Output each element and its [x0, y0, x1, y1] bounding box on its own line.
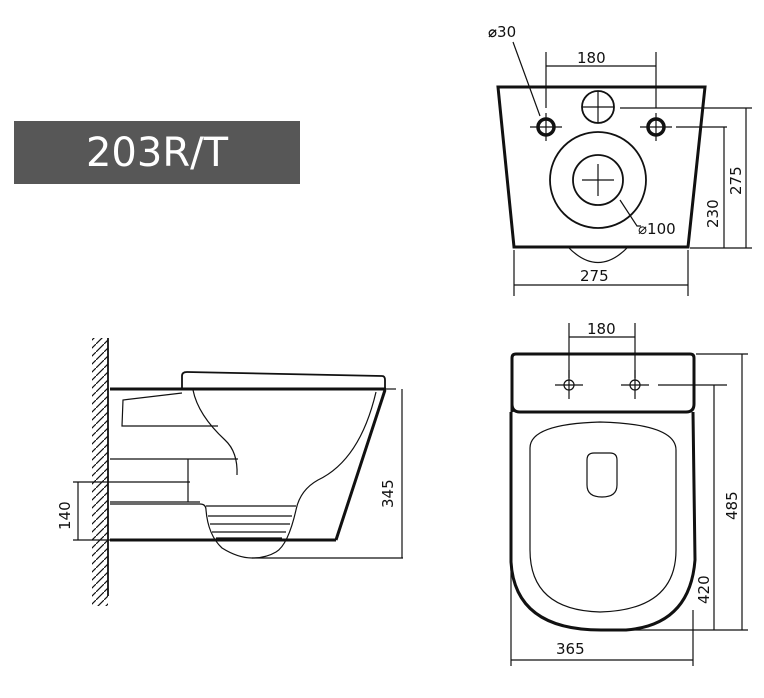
hole-diameter-label: ⌀30 — [488, 23, 516, 41]
lid-handle — [586, 452, 618, 498]
front-slope — [334, 389, 387, 541]
rear-hole-spacing-label: 180 — [577, 49, 606, 67]
mounting-hole-right — [640, 113, 672, 141]
model-badge: 203R/T — [14, 121, 300, 184]
rear-outlet-height-label: 230 — [704, 199, 722, 228]
wall-offset-label: 140 — [56, 501, 74, 530]
bowl-base — [251, 509, 297, 559]
hole-leader-line — [512, 41, 541, 117]
mounting-hole-left — [530, 113, 562, 141]
inlet-circle — [581, 90, 615, 124]
seat-lid — [181, 371, 386, 389]
inlet-pipe — [121, 392, 218, 427]
bowl-outline — [509, 411, 697, 632]
model-label: 203R/T — [85, 129, 229, 176]
rear-bottom-bump — [567, 246, 629, 263]
bowl-depth-label: 420 — [695, 575, 713, 604]
outlet-step — [110, 503, 260, 559]
outlet-leader-line — [619, 199, 641, 227]
outlet — [549, 131, 647, 229]
top-width-label: 365 — [556, 640, 585, 658]
rear-body-outline — [496, 85, 707, 249]
side-view: 345 140 — [56, 338, 403, 606]
back-block — [510, 352, 696, 414]
rear-view: ⌀30 180 ⌀100 275 230 275 — [488, 23, 752, 296]
top-view: 180 485 420 365 — [509, 320, 748, 666]
top-depth-label: 485 — [723, 491, 741, 520]
side-height-label: 345 — [379, 479, 397, 508]
inner-front-curve — [295, 391, 377, 511]
top-hole-spacing-label: 180 — [587, 320, 616, 338]
trap-curve — [192, 389, 238, 476]
wall-hatch — [92, 338, 108, 606]
rear-total-height-label: 275 — [727, 166, 745, 195]
rear-width-label: 275 — [580, 267, 609, 285]
seat-inner — [529, 421, 677, 613]
outlet-diameter-label: ⌀100 — [638, 220, 676, 238]
